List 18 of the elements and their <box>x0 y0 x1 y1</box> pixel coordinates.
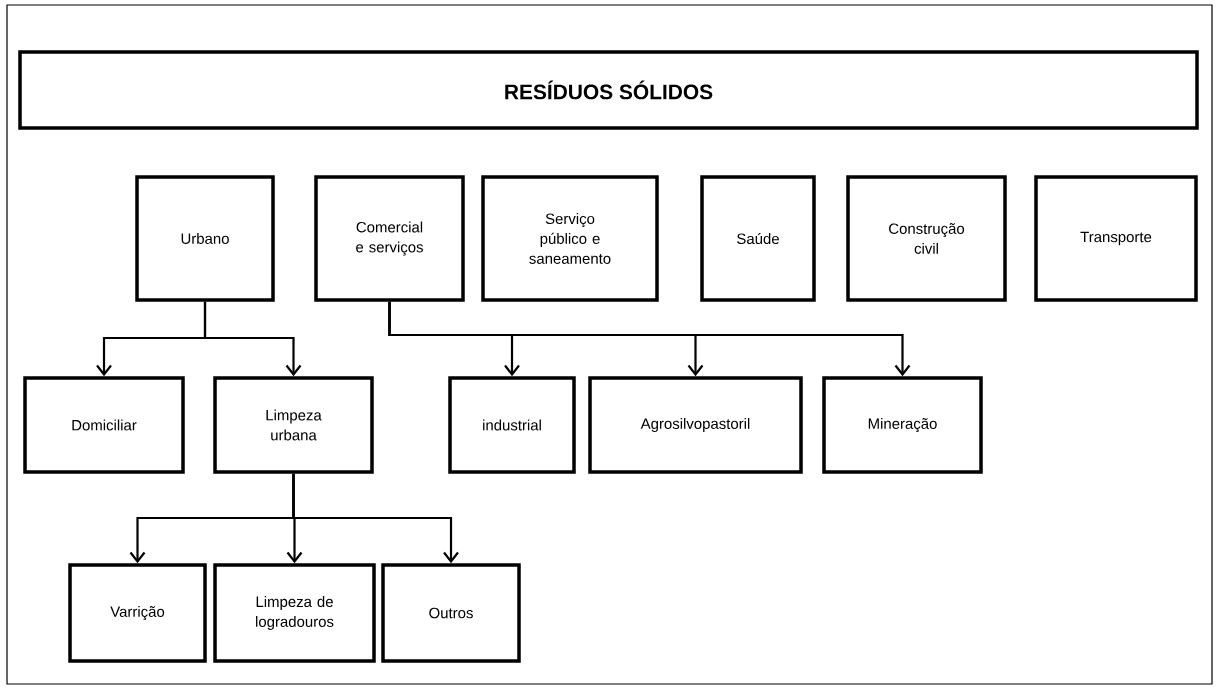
category-box: Varrição <box>68 563 207 663</box>
category-box: Outros <box>381 563 521 663</box>
category-box: Transporte <box>1034 175 1198 302</box>
arrow <box>388 301 911 377</box>
category-box: Serviço público e saneamento <box>481 175 659 302</box>
category-box: Agrosilvopastoril <box>588 376 803 474</box>
category-box: industrial <box>448 376 576 474</box>
category-box: Limpeza de logradouros <box>213 563 376 663</box>
category-box: Limpeza urbana <box>213 376 374 474</box>
category-box: Construção civil <box>846 175 1007 302</box>
category-box: Domiciliar <box>23 376 185 474</box>
arrow <box>292 473 459 564</box>
category-box: Urbano <box>135 175 275 302</box>
category-box: Saúde <box>700 175 816 302</box>
category-box: Comercial e serviços <box>314 175 465 302</box>
title-box: RESÍDUOS SÓLIDOS <box>18 50 1199 130</box>
category-box: Mineração <box>822 376 983 474</box>
arrow <box>203 301 302 377</box>
